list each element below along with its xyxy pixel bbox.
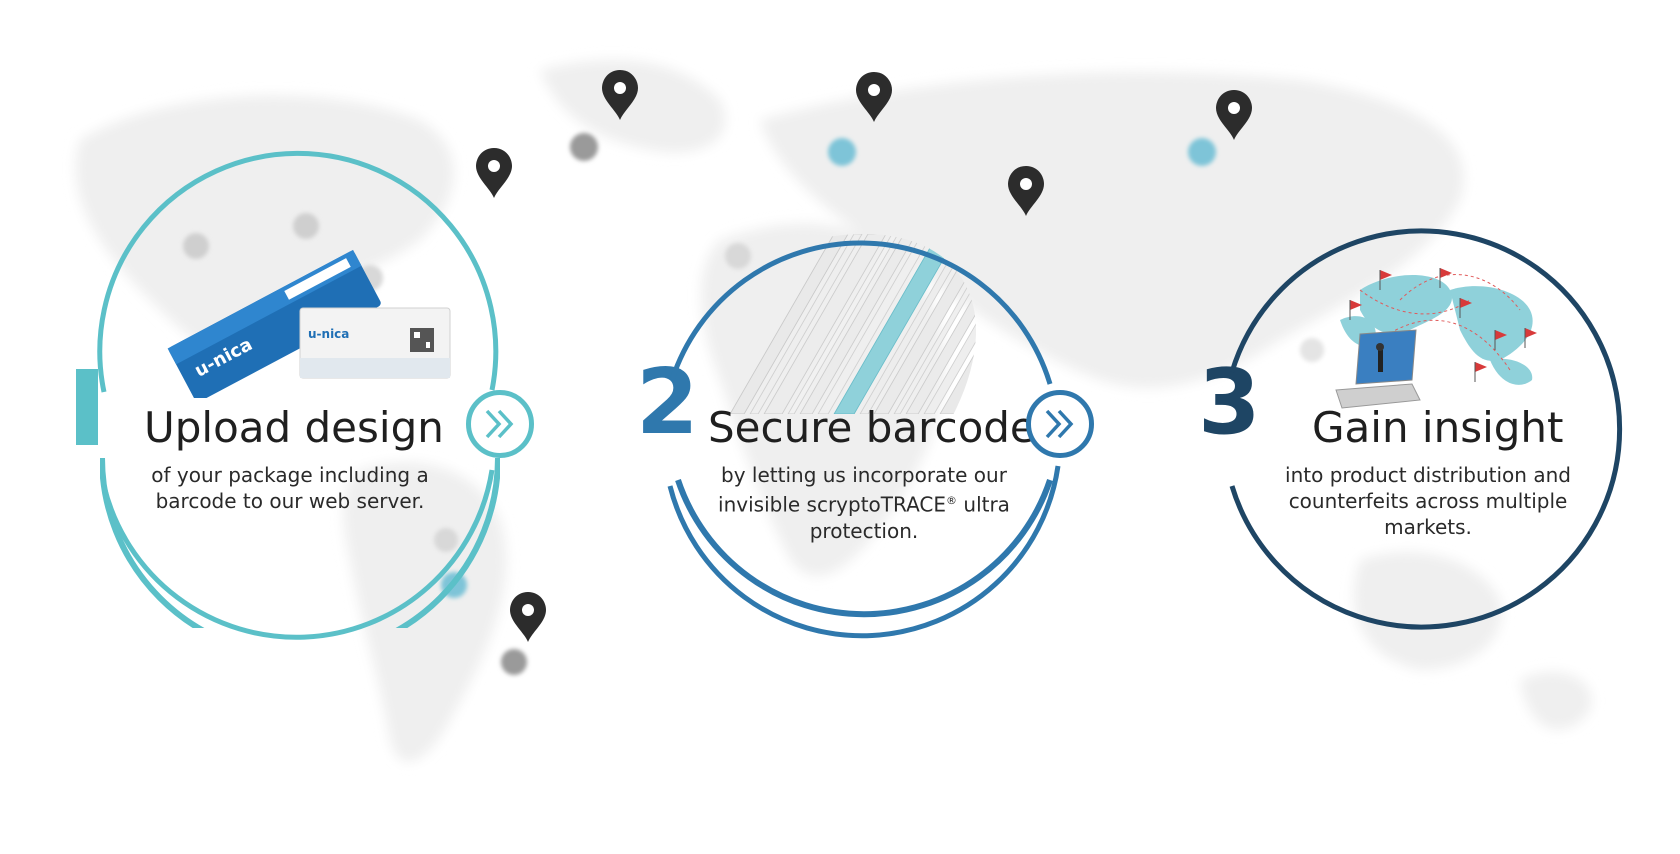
map-pin-icon [856,72,892,122]
double-chevron-right-icon [485,409,514,439]
step-2-title: Secure barcode [708,403,1036,452]
step-1-title: Upload design [144,403,444,452]
product-box-image: u-nica u-nica [167,249,451,398]
step-3-card: 3 Gain insight into product distribution… [1198,228,1628,628]
map-pin-icon [476,148,512,198]
step-3-description: into product distribution and counterfei… [1285,463,1571,539]
step-3-title: Gain insight [1312,403,1564,452]
step-2-card: 2 Secure barcode by letting us incorpora… [636,228,1094,628]
map-pin-icon [1008,166,1044,216]
step-1-card: u-nica u-nica Upload design of your pack… [76,228,534,628]
step-number-2: 2 [636,350,699,455]
next-step-button[interactable] [1026,390,1094,458]
step-2-description: by letting us incorporate our invisible … [718,463,1010,543]
step-number-3: 3 [1198,350,1261,455]
map-pin-icon [602,70,638,120]
world-map-laptop-image [1335,268,1537,409]
step-1-description: of your package including a barcode to o… [151,463,429,513]
next-step-button[interactable] [466,390,534,458]
svg-text:u-nica: u-nica [308,327,349,341]
map-pin-icon [510,592,546,642]
double-chevron-right-icon [1045,409,1074,439]
step-number-1 [76,363,98,445]
map-pin-icon [1216,90,1252,140]
